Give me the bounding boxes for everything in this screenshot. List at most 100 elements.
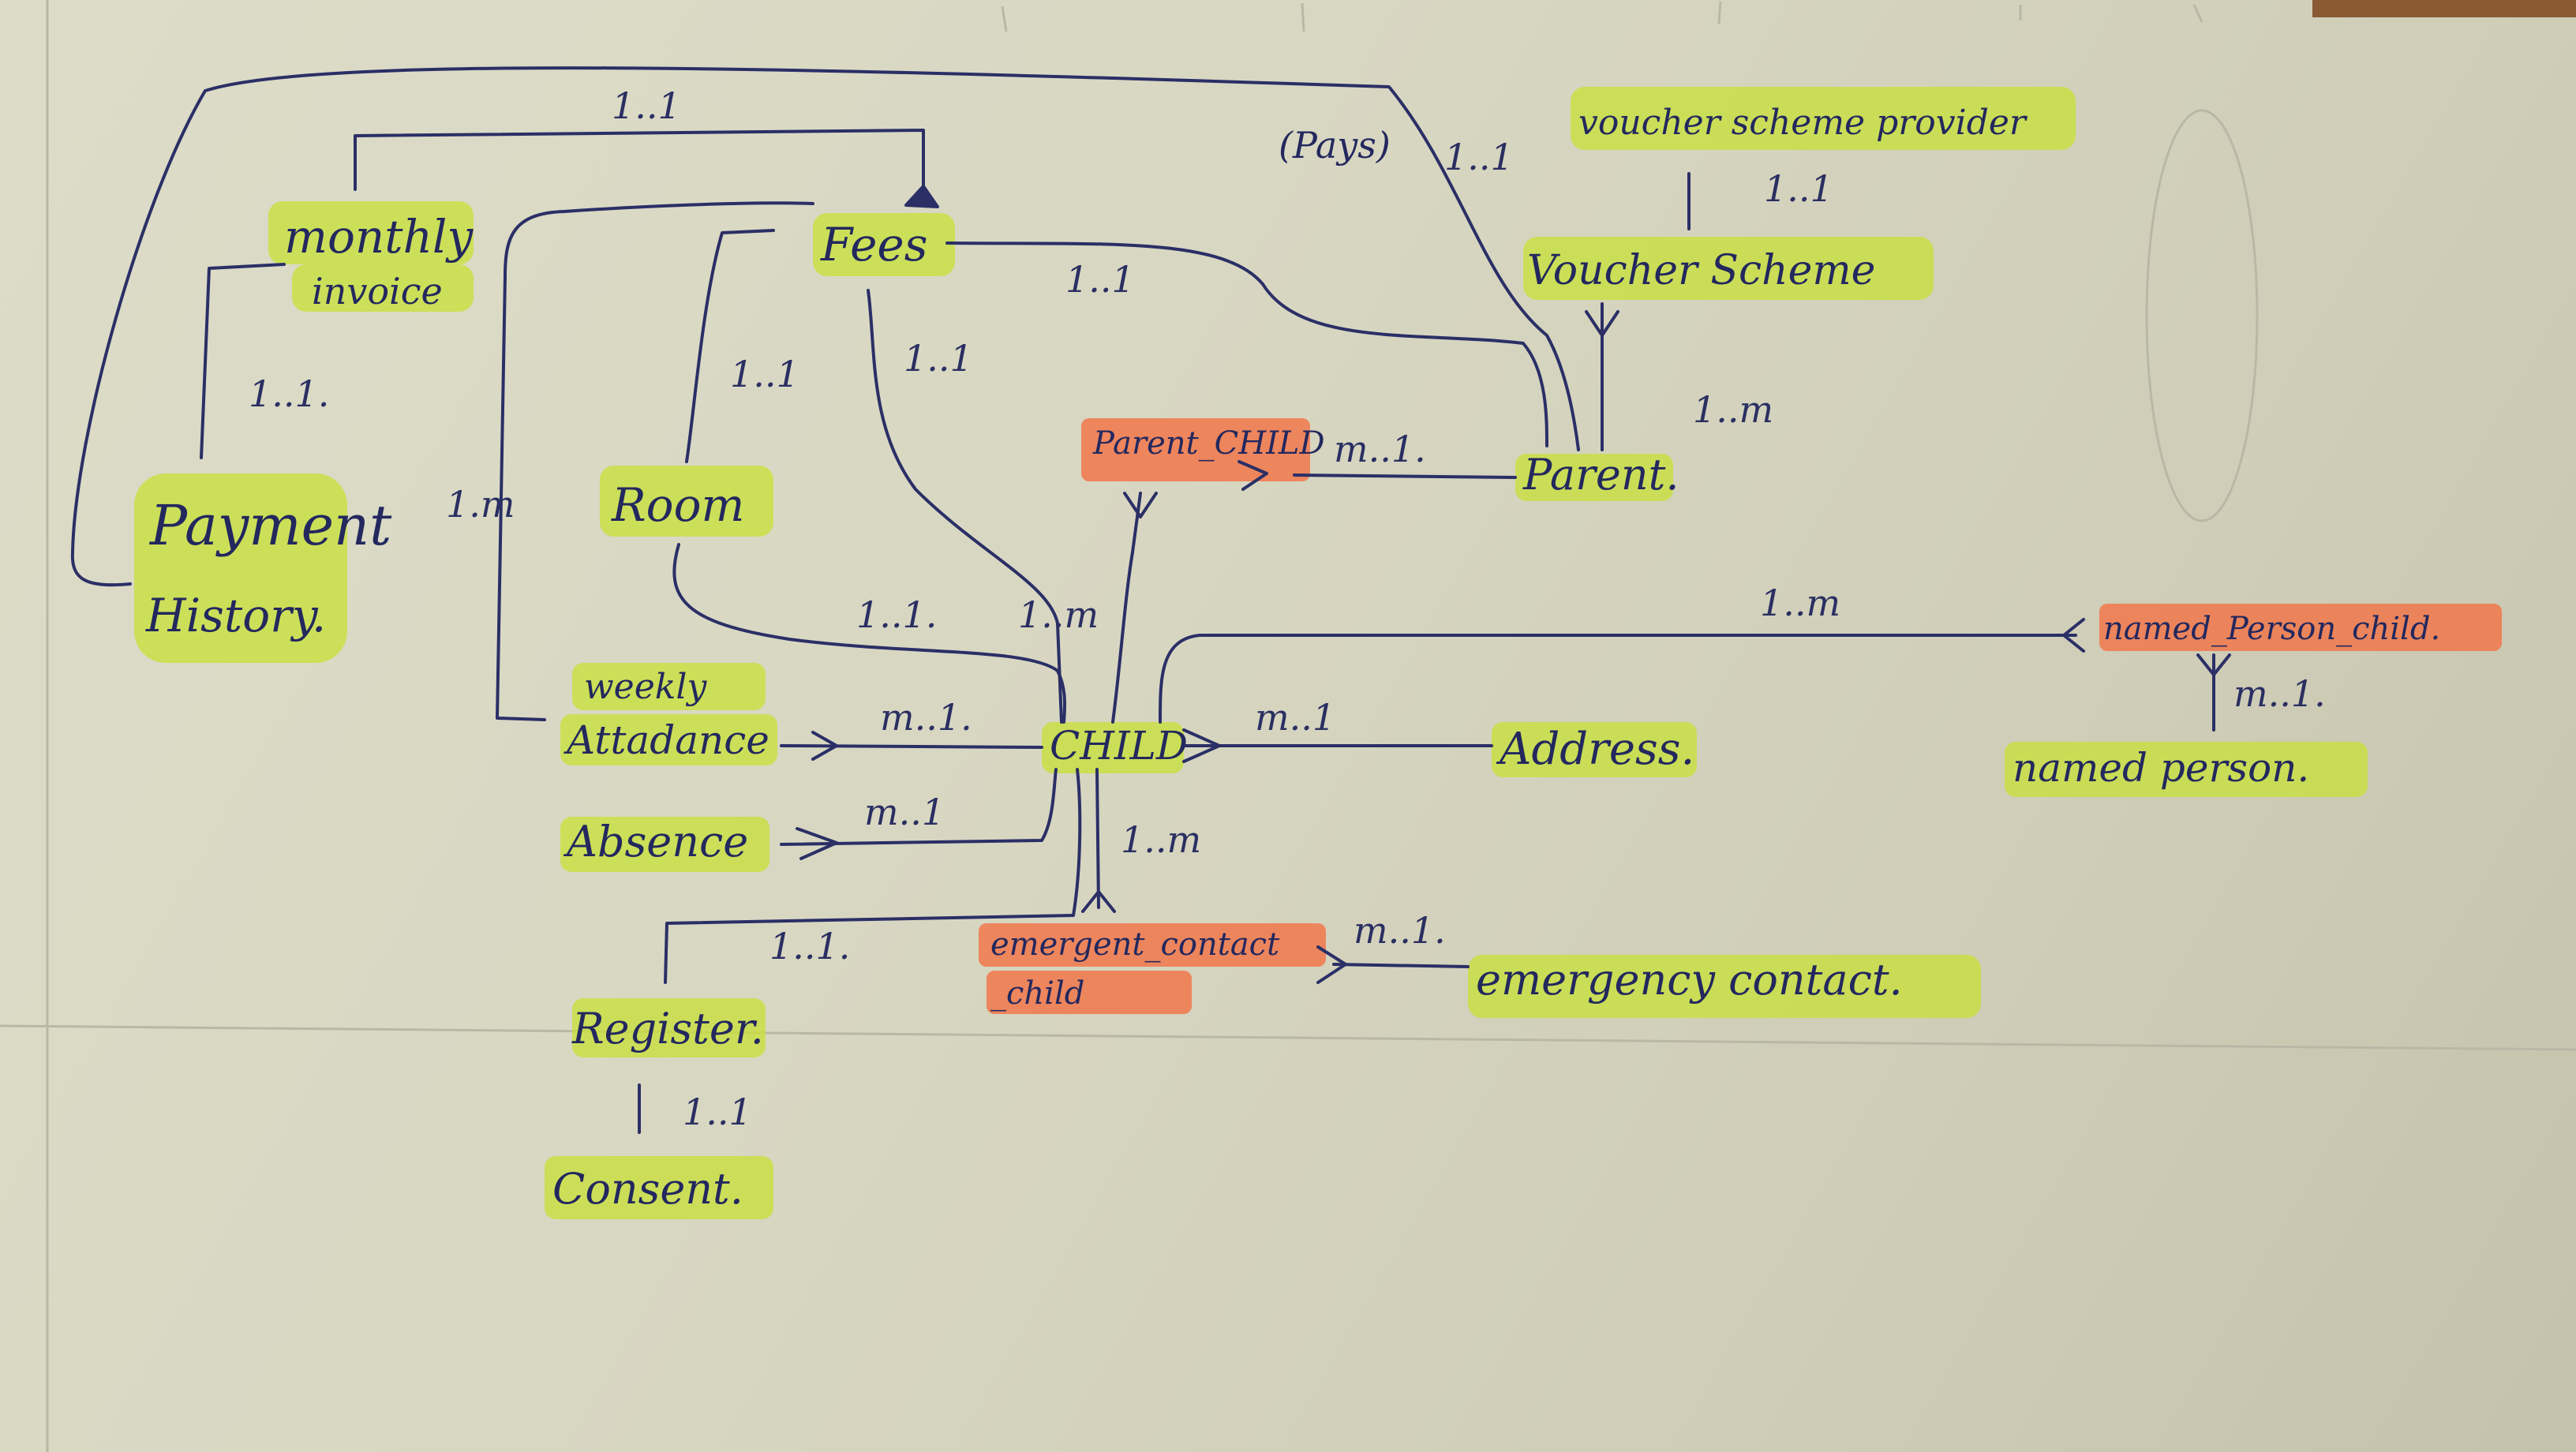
line-fees-to-weekly [496, 201, 814, 721]
entity-emergency-contact-child-line1: emergent_contact [990, 926, 1280, 963]
card-room-child: 1..1. [856, 593, 937, 636]
line-fees-to-room [685, 229, 775, 463]
highlight-payment-history [134, 473, 347, 663]
entity-payment-line1: Payment [148, 493, 392, 558]
card-weekly-child: m..1. [880, 696, 972, 739]
entity-monthly-line2: invoice [312, 270, 443, 312]
highlight-invoice [292, 264, 474, 312]
crowfoot-emergency-contact [1316, 945, 1347, 984]
highlight-room [600, 466, 773, 537]
crowfoot-child-parentchild [1123, 492, 1158, 518]
card-monthly-payment: 1..1. [249, 372, 329, 415]
card-named-child: 1..m [1760, 582, 1840, 624]
entity-payment-line2: History. [145, 589, 326, 642]
highlight-emergency-contact-child-2 [987, 971, 1192, 1014]
line-absence-to-child [780, 768, 1058, 846]
faint-shape [2145, 109, 2259, 522]
highlight-parent [1515, 454, 1673, 501]
entity-voucher-scheme: Voucher Scheme [1527, 247, 1875, 294]
highlight-monthly [268, 201, 474, 264]
card-child-emergency: 1..m [1121, 818, 1201, 861]
highlight-child [1042, 722, 1184, 773]
card-child-parentchild: 1..m [1018, 593, 1099, 636]
line-fees-to-child [867, 289, 1063, 724]
highlight-named-person-child [2099, 604, 2502, 651]
highlight-fees [813, 213, 955, 276]
entity-emergency-contact-child-line2: _child [990, 975, 1084, 1012]
highlight-voucher-provider [1571, 87, 2076, 150]
line-register-to-child [664, 768, 1082, 984]
line-child-to-named [1159, 634, 2077, 724]
entity-weekly-line2: Attadance [564, 717, 769, 763]
line-monthly-to-fees-top [354, 129, 925, 191]
crowfoot-absence-child [796, 827, 838, 860]
entity-absence: Absence [563, 817, 748, 866]
arrow-fees-top [904, 185, 939, 208]
relationship-lines [70, 66, 2231, 1134]
highlight-emergency-contact-child-1 [979, 923, 1326, 967]
entity-parent: Parent. [1522, 450, 1679, 500]
line-payment-to-parent [70, 66, 1580, 587]
crowfoot-child-address [1182, 728, 1221, 763]
card-fees-weekly: 1.m [446, 483, 515, 526]
card-fees-child: 1..1 [904, 337, 973, 380]
highlight-consent [545, 1156, 773, 1219]
card-emergency-contact: m..1. [1354, 909, 1446, 952]
card-register-consent: 1..1 [683, 1091, 752, 1133]
line-weekly-to-child [780, 744, 1043, 749]
line-room-to-child [672, 543, 1067, 724]
entity-consent: Consent. [552, 1164, 743, 1214]
highlight-register [572, 998, 766, 1057]
card-register-child: 1..1. [769, 925, 850, 967]
entity-labels: monthly invoice Payment History. Fees Ro… [145, 103, 2440, 1214]
highlight-emergency-contact [1468, 955, 1981, 1018]
entity-room: Room [611, 478, 745, 532]
entity-weekly-line1: weekly [584, 667, 707, 707]
card-child-address: m..1 [1255, 696, 1335, 739]
entity-monthly-line1: monthly [284, 210, 474, 264]
crowfoot-scheme-parent [1585, 310, 1619, 337]
card-top: 1..1 [612, 84, 681, 127]
highlight-parent-child [1081, 418, 1310, 481]
faint-top-strokes [1001, 1, 2203, 32]
entity-address: Address. [1496, 724, 1694, 775]
card-provider-scheme: 1..1 [1764, 167, 1833, 210]
card-parentchild-parent: m..1. [1334, 428, 1426, 470]
table-edge [2312, 0, 2576, 17]
highlight-address [1492, 722, 1697, 777]
highlight-voucher-scheme [1523, 237, 1934, 300]
card-scheme-parent: 1..m [1693, 388, 1773, 431]
card-fees-parent: 1..1 [1065, 258, 1135, 301]
entity-emergency-contact: emergency contact. [1476, 955, 1903, 1005]
line-emergency-link-to-contact [1332, 963, 1470, 968]
highlights [134, 87, 2502, 1219]
entity-voucher-provider: voucher scheme provider [1578, 103, 2028, 143]
entity-fees: Fees [820, 218, 927, 271]
cardinality-labels: 1..1 1..1 1..1. 1..1 1.m 1..1 1..1 1..1 … [249, 84, 2326, 1133]
line-parentchild-to-parent [1293, 473, 1517, 479]
entity-register: Register. [571, 1004, 764, 1053]
entity-child: CHILD [1050, 723, 1188, 769]
annotation-pays: (Pays) [1279, 124, 1391, 167]
entity-named-person: named person. [2012, 745, 2309, 791]
crowfoot-named-child [2062, 618, 2085, 653]
entity-parent-child: Parent_CHILD [1092, 425, 1325, 462]
highlight-attendance [560, 714, 777, 765]
crowfoot-weekly-child [811, 731, 838, 761]
card-fees-room: 1..1 [730, 353, 799, 395]
line-fees-to-parent [945, 241, 1548, 447]
line-child-to-emergency-link [1095, 768, 1100, 909]
highlight-absence [560, 817, 769, 872]
line-monthly-to-payment [200, 263, 286, 459]
faint-ruled-line [0, 1024, 2576, 1051]
crowfoot-child-emergency [1081, 890, 1116, 913]
card-absence-child: m..1 [864, 791, 945, 833]
line-child-to-parentchild [1111, 492, 1142, 724]
highlight-weekly [572, 663, 766, 710]
card-named-person: m..1. [2233, 672, 2326, 715]
crowfoot-parentchild-parent [1237, 460, 1268, 491]
highlight-named-person [2005, 742, 2368, 797]
